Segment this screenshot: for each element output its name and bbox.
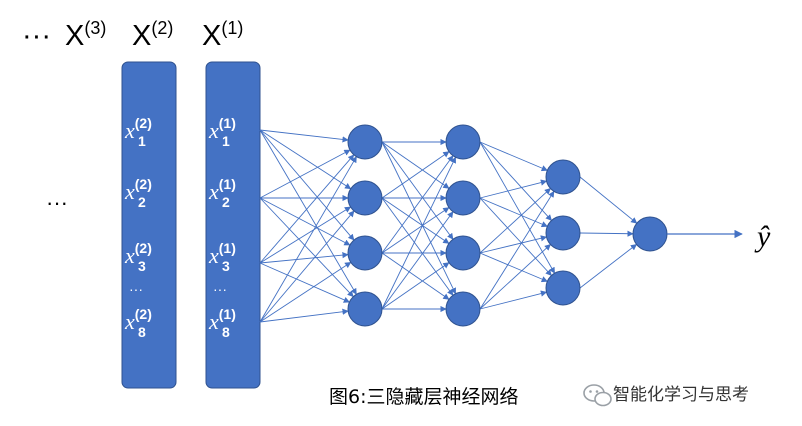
hidden-layer-2-node-4 [445,291,481,327]
left-ellipsis: ··· [46,190,68,215]
edge-l1n2-l2n0 [381,155,454,254]
edge-input1-l1n3 [259,197,354,298]
edge-l1n0-l2n1 [381,141,450,189]
feature-x2-8: x(2)8 [124,306,152,340]
edge-input1-l1n2 [259,197,351,246]
hidden-layer-1-node-2 [347,180,383,216]
edge-l1n3-l2n1 [381,211,454,310]
output-node [632,216,668,252]
edge-l2n2-l3n2 [479,252,548,283]
edge-input3-l1n1 [259,210,355,323]
edge-input3-l1n2 [259,261,352,323]
feature-x2-1: x(2)1 [124,115,152,149]
edge-input2-l1n2 [259,252,349,264]
edge-l2n2-l3n0 [479,188,551,254]
hidden-layer-3-node-3 [545,270,581,306]
header-x3: X(3) [65,18,106,52]
edge-input3-l1n3 [259,308,349,323]
input-column-x1 [205,61,261,389]
figure-caption: 图6:三隐藏层神经网络 [329,386,519,408]
edge-l2n3-l3n2 [479,290,548,310]
edge-l1n1-l2n0 [381,151,450,199]
watermark: 智能化学习与思考 [583,384,749,407]
feature-x1-1: x(1)1 [208,115,236,149]
edge-l1n2-l2n3 [381,252,450,300]
edge-l2n0-l3n2 [479,141,555,274]
hidden-layer-2-node-3 [445,235,481,271]
hidden-layer-3-node-1 [545,159,581,195]
edge-l1n3-l2n0 [381,156,456,310]
column-x2-features: x(2)1 x(2)2 x(2)3 ··· x(2)8 [124,115,152,340]
feature-x2-2: x(2)2 [124,176,152,210]
hidden-layer-1-node-4 [347,291,383,327]
edge-l2n2-l3n1 [479,235,548,254]
edge-l2n0-l3n1 [479,141,552,221]
edge-input1-l1n0 [259,149,351,199]
network-edges [259,129,638,323]
edge-l1n1-l2n2 [381,197,450,244]
edge-input0-l1n1 [259,129,352,190]
feature-x2-3: x(2)3 [124,240,152,274]
edge-l2n1-l3n2 [479,197,552,276]
feature-x1-2: x(1)2 [208,176,236,210]
feature-x1-3: x(1)3 [208,240,236,274]
edge-l1n3-l2n2 [381,262,450,310]
hidden-layer-1-node-1 [347,124,383,160]
hidden-layer-2-node-2 [445,180,481,216]
header-x2: X(2) [132,18,173,52]
edge-input0-l1n3 [259,129,357,295]
edge-l3n0-l4n0 [579,176,638,224]
edge-input2-l1n3 [259,262,351,303]
watermark-text: 智能化学习与思考 [613,385,749,405]
edge-input3-l1n0 [259,156,357,323]
wechat-icon [583,384,612,407]
edge-l3n1-l4n0 [579,230,634,237]
edge-input0-l1n2 [259,129,355,241]
edge-l2n1-l3n1 [479,197,548,228]
header-x1: X(1) [202,18,243,52]
edge-l2n0-l3n0 [479,141,548,172]
network-nodes [347,124,668,327]
edge-l1n0-l2n2 [381,141,454,240]
hidden-layer-3-node-2 [545,215,581,251]
edge-l1n2-l2n1 [381,207,450,254]
edge-input2-l1n1 [259,206,352,264]
feature-x1-ellipsis: ··· [213,281,227,297]
edge-input0-l1n0 [259,129,349,143]
input-column-x2 [121,61,177,389]
edge-l1n1-l2n3 [381,197,454,296]
edge-input2-l1n0 [259,154,355,264]
edge-l2n1-l3n0 [479,179,548,199]
header-dots: ··· [22,20,51,52]
hidden-layer-2-node-1 [445,124,481,160]
hidden-layer-1-node-3 [347,235,383,271]
feature-x1-8: x(1)8 [208,306,236,340]
output-label: ŷ [754,220,771,253]
edge-l3n2-l4n0 [579,243,638,289]
edge-l2n3-l3n0 [479,190,555,310]
column-x1-features: x(1)1 x(1)2 x(1)3 ··· x(1)8 [208,115,236,340]
feature-x2-ellipsis: ··· [129,281,143,297]
edge-l1n0-l2n3 [381,141,456,295]
edge-l2n3-l3n1 [479,244,551,310]
